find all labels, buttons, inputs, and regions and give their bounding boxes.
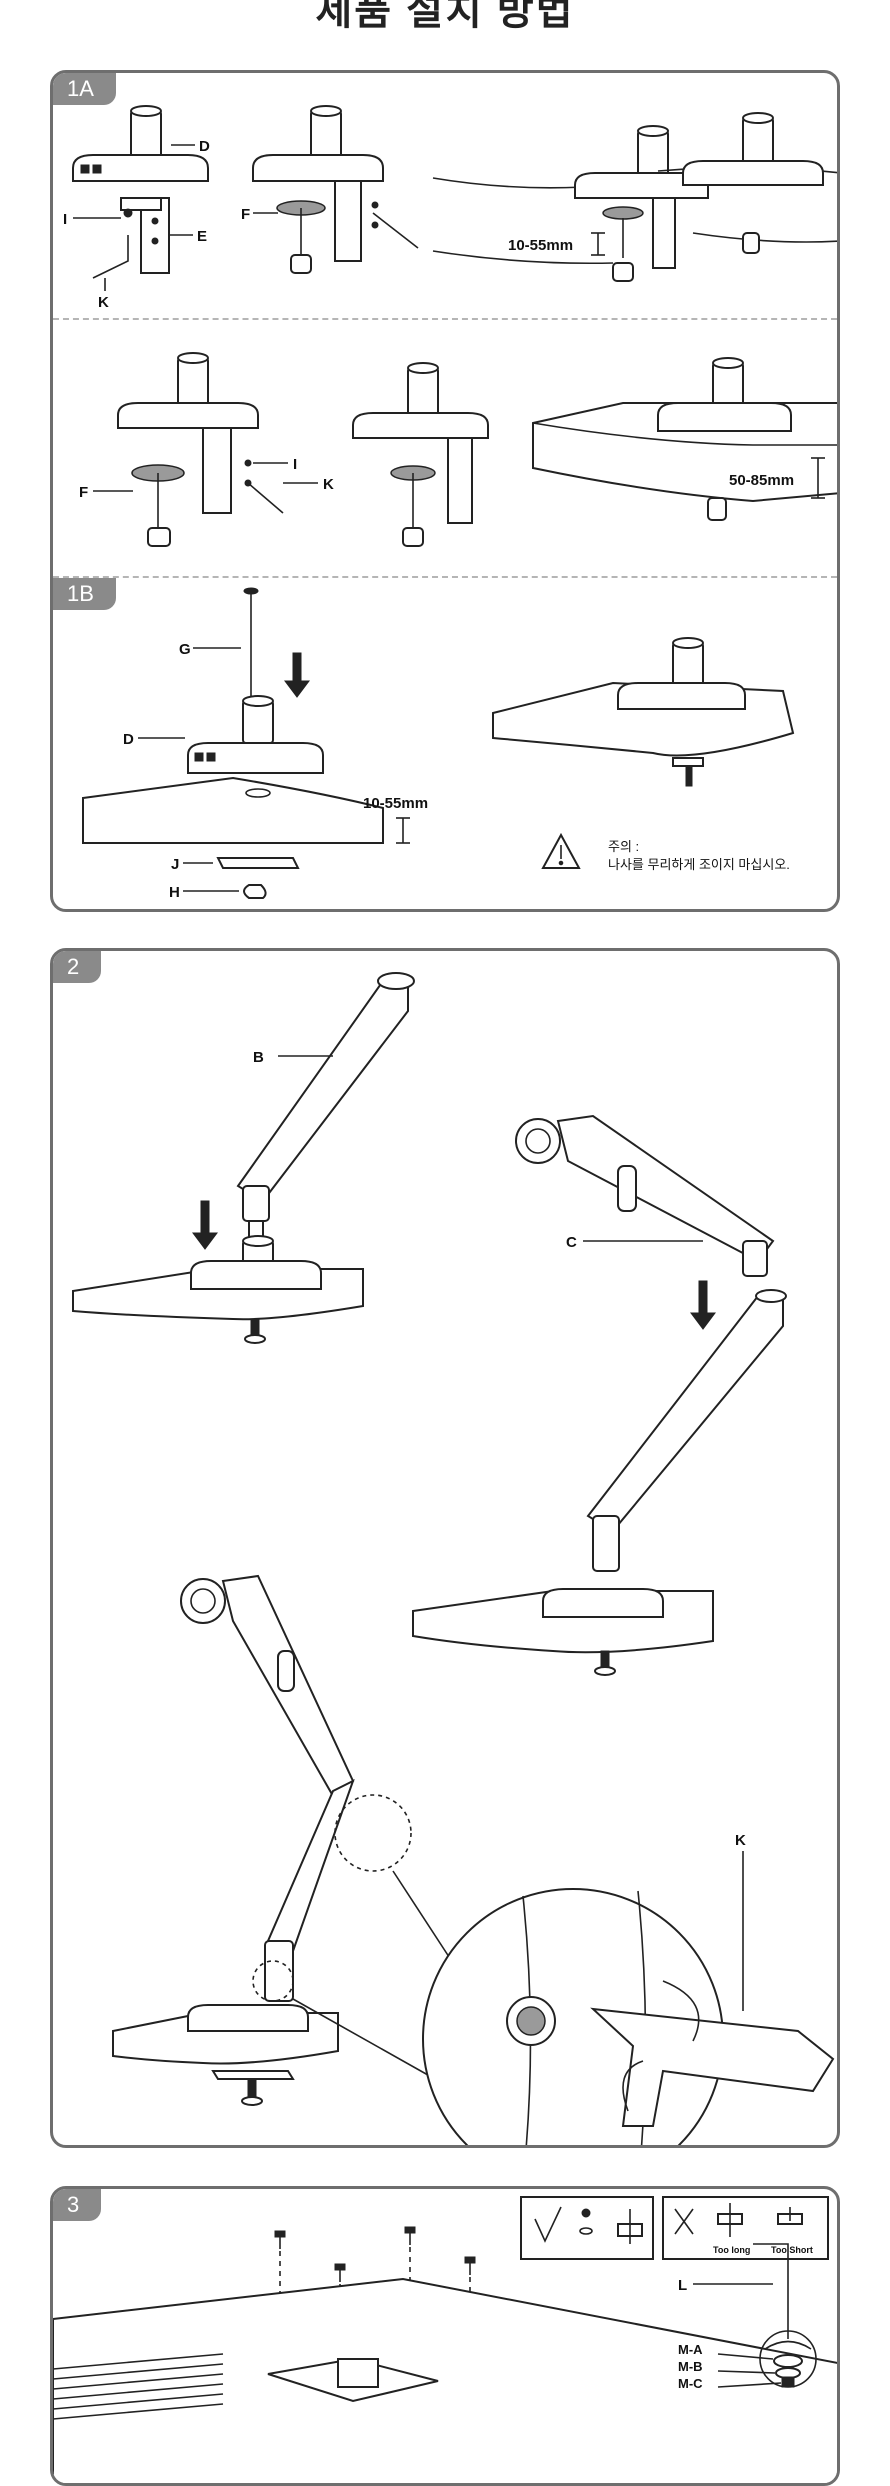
base-on-desk-thick [532,357,837,521]
label-h: H [169,884,180,901]
desk-with-base [72,1235,364,1344]
dim-10-55-a: 10-55mm [508,237,573,254]
arm-c [515,1114,775,1277]
step-2-panel: 2 B C [50,948,840,2148]
step-1-illustration: D I E K F [63,105,837,901]
label-b: B [253,1049,264,1066]
label-k-2: K [323,476,334,493]
label-k: K [98,294,109,311]
step-1a-tag: 1A [53,73,116,105]
too-short-label: Too Short [771,2245,813,2255]
clamp-e [120,197,170,274]
divider [53,576,837,578]
full-arm-assembly [112,1574,412,2106]
base-installed-1b [492,637,795,787]
base-installed-thin [657,112,837,254]
too-long-label: Too long [713,2245,750,2255]
base-on-desk-thin [432,125,709,282]
screw-i [123,208,133,218]
label-m-b: M-B [678,2359,703,2374]
down-arrow [690,1280,716,1330]
base-with-clamp [252,105,419,274]
check-icon [534,2206,562,2243]
step-3-illustration: Too long Too Short L [53,2196,837,2483]
step-3-panel: 3 Too long Too Short [50,2186,840,2486]
arm-b-installed [412,1289,787,1676]
down-arrow [284,652,310,698]
label-g: G [179,641,191,658]
vent-grille [53,2353,224,2420]
label-d-2: D [123,731,134,748]
divider [53,318,837,320]
caution-note: 주의 : 나사를 무리하게 조이지 마십시오. [608,838,790,874]
knob-h [243,884,267,899]
step-2-tag: 2 [53,951,102,983]
wrong-box [662,2196,829,2260]
step-3-tag: 3 [53,2189,102,2221]
hex-key-l [753,2243,789,2339]
dim-10-55-c: 10-55mm [363,795,428,812]
page-title: 제품 설치 방법 [315,0,575,33]
base-exploded-thick [117,352,284,547]
screw-icon [581,2208,591,2218]
label-l: L [678,2277,687,2294]
base-d-1b [187,695,324,774]
arm-b [236,972,415,1247]
label-f-2: F [79,484,88,501]
step-2-illustration: B C [72,972,835,2145]
monitor-back [53,2277,837,2483]
label-e: E [197,228,207,245]
label-i-2: I [293,456,297,473]
label-f: F [241,206,250,223]
down-arrow [192,1200,218,1250]
step-1-panel: 1A 1B D I E K [50,70,840,912]
label-i: I [63,211,67,228]
base-assembled-thick [352,362,489,547]
step-1b-tag: 1B [53,578,116,610]
label-j: J [171,856,179,873]
caution-text: 나사를 무리하게 조이지 마십시오. [608,857,790,872]
caution-title: 주의 : [608,839,640,854]
plate-j [216,857,300,869]
label-k: K [735,1832,746,1849]
desk-1b [82,776,410,844]
label-m-c: M-C [678,2376,703,2391]
dim-50-85: 50-85mm [729,472,794,489]
detail-magnifier [422,1888,835,2145]
label-m-a: M-A [678,2342,703,2357]
label-c: C [566,1234,577,1251]
vesa-mount [337,2358,379,2388]
base-d [72,105,209,182]
hex-key-k [92,235,129,279]
cross-icon [674,2208,694,2235]
label-d: D [199,138,210,155]
